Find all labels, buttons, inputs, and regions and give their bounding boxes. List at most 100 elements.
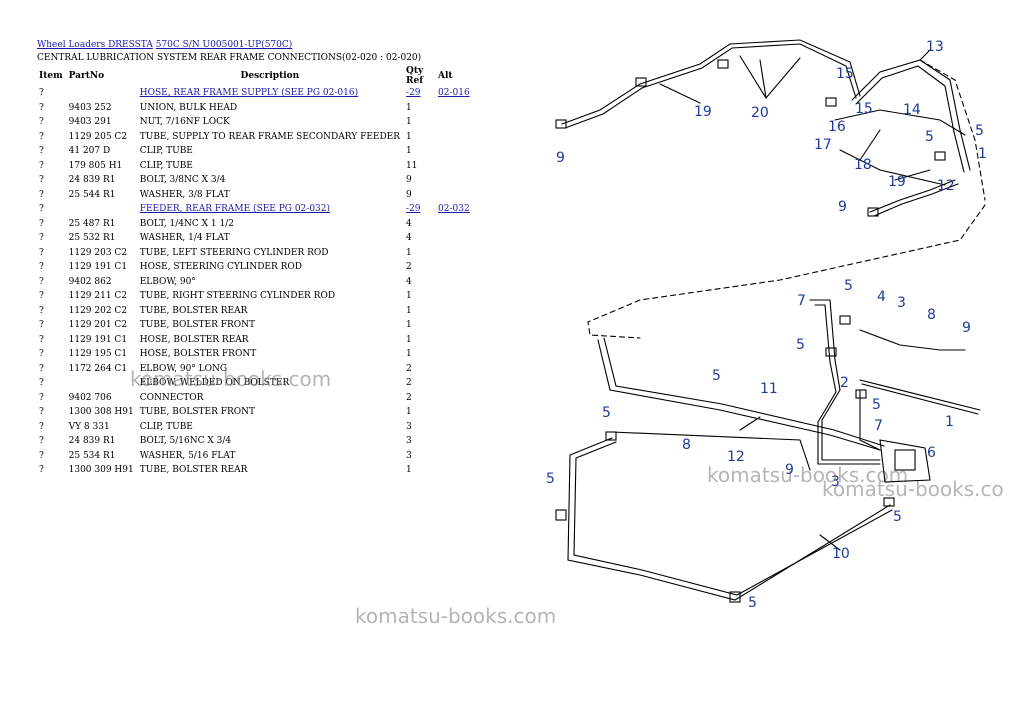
description-text: ELBOW, WELDED ON BOLSTER xyxy=(139,378,290,389)
description-text: TUBE, SUPPLY TO REAR FRAME SECONDARY FEE… xyxy=(139,131,401,142)
callout-label: 3 xyxy=(831,474,840,490)
callout-label: 9 xyxy=(838,199,847,215)
partno-cell: 1300 308 H91 xyxy=(66,405,137,420)
description-cell[interactable]: HOSE, REAR FRAME SUPPLY (SEE PG 02-016) xyxy=(137,86,403,101)
qty-text: 2 xyxy=(406,363,412,374)
qty-cell[interactable]: -29 xyxy=(403,86,435,101)
qty-cell: 3 xyxy=(403,434,435,449)
partno-cell: 1129 191 C1 xyxy=(66,333,137,348)
item-text: ? xyxy=(39,146,44,157)
partno-text: 1129 201 C2 xyxy=(68,320,128,331)
qty-text: 1 xyxy=(406,465,412,476)
qty-cell: 1 xyxy=(403,347,435,362)
partno-text: 9403 291 xyxy=(68,117,112,128)
alt-cell[interactable]: 02-032 xyxy=(435,202,473,217)
partno-cell: 24 839 R1 xyxy=(66,434,137,449)
table-row[interactable]: ? FEEDER, REAR FRAME (SEE PG 02-032) -29 02… xyxy=(36,202,473,217)
callout-label: 5 xyxy=(796,337,805,353)
item-cell: ? xyxy=(36,130,66,145)
alt-link[interactable]: 02-016 xyxy=(438,88,470,99)
watermark: komatsu-books.com xyxy=(130,367,332,391)
qty-link[interactable]: -29 xyxy=(406,204,421,215)
table-row[interactable]: ?HOSE, REAR FRAME SUPPLY (SEE PG 02-016)… xyxy=(36,86,473,101)
qty-cell: 1 xyxy=(403,115,435,130)
description-cell: CLIP, TUBE xyxy=(137,144,403,159)
partno-cell: 25 487 R1 xyxy=(66,217,137,232)
description-cell: BOLT, 5/16NC X 3/4 xyxy=(137,434,403,449)
description-cell: BOLT, 3/8NC X 3/4 xyxy=(137,173,403,188)
item-cell: ? xyxy=(36,246,66,261)
description-cell: WASHER, 3/8 FLAT xyxy=(137,188,403,203)
qty-text: 1 xyxy=(406,102,412,113)
item-text: ? xyxy=(39,204,44,215)
partno-text: 1300 308 H91 xyxy=(68,407,134,418)
qty-text: 1 xyxy=(406,146,412,157)
item-text: ? xyxy=(39,175,44,186)
item-text: ? xyxy=(39,262,44,273)
qty-text: 3 xyxy=(406,436,412,447)
partno-text: 25 544 R1 xyxy=(68,189,116,200)
callout-label: 10 xyxy=(832,546,850,562)
header-item: Item xyxy=(39,71,63,81)
callout-label: 7 xyxy=(874,418,883,434)
item-text: ? xyxy=(39,450,44,461)
description-text: CONNECTOR xyxy=(139,392,204,403)
description-cell: TUBE, SUPPLY TO REAR FRAME SECONDARY FEE… xyxy=(137,130,403,145)
qty-text: 1 xyxy=(406,117,412,128)
alt-cell[interactable]: 02-016 xyxy=(435,86,473,101)
description-text: TUBE, BOLSTER FRONT xyxy=(139,320,256,331)
callout-label: 2 xyxy=(840,375,849,391)
partno-cell: 1129 201 C2 xyxy=(66,318,137,333)
partno-text: 1129 203 C2 xyxy=(68,247,128,258)
partno-text: 25 487 R1 xyxy=(68,218,116,229)
qty-text: 1 xyxy=(406,349,412,360)
description-link[interactable]: FEEDER, REAR FRAME (SEE PG 02-032) xyxy=(139,204,331,215)
alt-link[interactable]: 02-032 xyxy=(438,204,470,215)
qty-link[interactable]: -29 xyxy=(406,88,421,99)
qty-text: 11 xyxy=(406,160,418,171)
qty-cell: 9 xyxy=(403,188,435,203)
table-row: ?1129 203 C2 TUBE, LEFT STEERING CYLINDER… xyxy=(36,246,473,261)
partno-cell: 9403 291 xyxy=(66,115,137,130)
callout-label: 8 xyxy=(682,437,691,453)
qty-text: 9 xyxy=(406,189,412,200)
item-text: ? xyxy=(39,102,44,113)
description-text: UNION, BULK HEAD xyxy=(139,102,238,113)
qty-text: 1 xyxy=(406,131,412,142)
description-link[interactable]: HOSE, REAR FRAME SUPPLY (SEE PG 02-016) xyxy=(139,88,359,99)
description-cell[interactable]: FEEDER, REAR FRAME (SEE PG 02-032) xyxy=(137,202,403,217)
description-text: TUBE, LEFT STEERING CYLINDER ROD xyxy=(139,247,329,258)
qty-cell: 1 xyxy=(403,333,435,348)
partno-text: 1129 195 C1 xyxy=(68,349,128,360)
description-cell: HOSE, BOLSTER REAR xyxy=(137,333,403,348)
qty-text: 1 xyxy=(406,320,412,331)
partno-cell: 1300 309 H91 xyxy=(66,463,137,478)
callout-label: 12 xyxy=(937,178,955,194)
header-qty: Qty Ref xyxy=(406,66,424,86)
callout-label: 7 xyxy=(797,293,806,309)
description-cell: ELBOW, 90° LONG xyxy=(137,362,403,377)
callout-label: 1 xyxy=(945,414,954,430)
item-text: ? xyxy=(39,334,44,345)
partno-text: 1129 211 C2 xyxy=(68,291,128,302)
header-description: Description xyxy=(240,71,300,81)
callout-label: 8 xyxy=(927,307,936,323)
item-cell: ? xyxy=(36,304,66,319)
item-cell: ? xyxy=(36,376,66,391)
callout-label: 5 xyxy=(893,509,902,525)
breadcrumb-link-model[interactable]: Wheel Loaders DRESSTA xyxy=(37,40,153,50)
qty-text: 2 xyxy=(406,392,412,403)
breadcrumb-link-serial[interactable]: 570C S/N U005001-UP(570C) xyxy=(155,40,293,50)
qty-cell[interactable]: -29 xyxy=(403,202,435,217)
partno-cell: 1172 264 C1 xyxy=(66,362,137,377)
item-cell: ? xyxy=(36,159,66,174)
description-text: CLIP, TUBE xyxy=(139,146,193,157)
